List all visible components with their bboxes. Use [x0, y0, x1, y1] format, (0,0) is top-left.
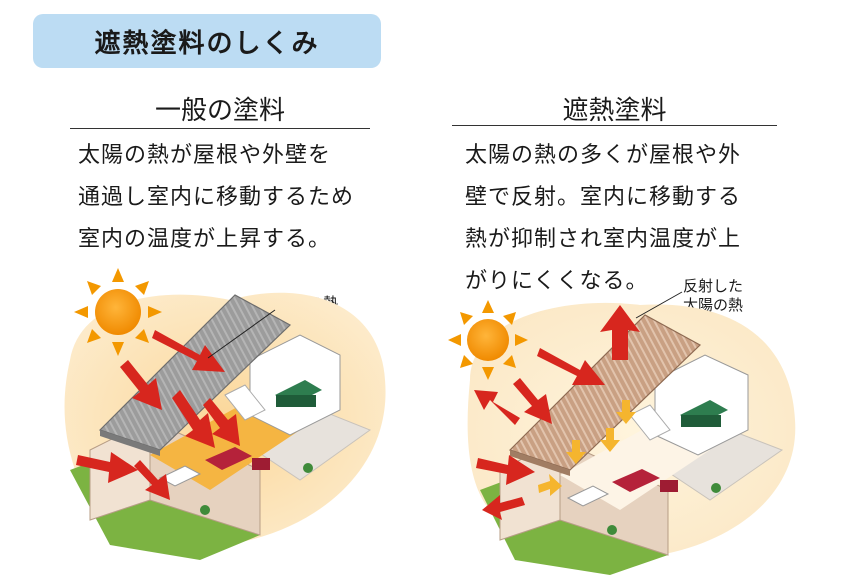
right-plant [711, 483, 721, 493]
left-arrow [120, 360, 162, 410]
right-roof-edge [510, 450, 570, 476]
right-description: 太陽の熱の多くが屋根や外 壁で反射。室内に移動する 熱が抑制され室内温度が上 が… [465, 135, 741, 303]
left-desc-line: 室内の温度が上昇する。 [78, 227, 332, 252]
left-sofa [205, 447, 252, 470]
right-scene [448, 291, 796, 575]
right-heading-rule [452, 125, 777, 126]
right-sofa-chair [660, 480, 678, 492]
right-plant [607, 525, 617, 535]
left-callout-pointer [207, 309, 276, 359]
left-sofa-chair [252, 458, 270, 470]
right-heading: 遮熱塗料 [562, 96, 667, 126]
right-sofa [612, 469, 660, 492]
left-arrow [134, 460, 170, 500]
left-sun-icon [74, 268, 162, 356]
left-stairs [224, 384, 266, 421]
left-scene [64, 268, 386, 560]
right-desc-line: 壁で反射。室内に移動する [465, 185, 742, 210]
left-arrow [152, 330, 225, 372]
left-arrow [203, 398, 240, 446]
right-callout-line: 反射した [683, 277, 744, 295]
left-plant [200, 505, 210, 515]
left-description: 太陽の熱が屋根や外壁を 通過し室内に移動するため 室内の温度が上昇する。 [78, 135, 354, 261]
right-yellow-arrow [566, 440, 586, 464]
left-heading: 一般の塗料 [154, 96, 285, 126]
left-roof-edge [100, 430, 160, 456]
title-badge: 遮熱塗料のしくみ [33, 14, 381, 68]
right-yellow-arrow [600, 428, 620, 452]
right-sun-icon [448, 300, 528, 380]
right-desc-line: 太陽の熱の多くが屋根や外 [465, 143, 742, 168]
right-dining-table [566, 485, 610, 507]
left-heat-arrows [76, 330, 240, 500]
right-arrow [513, 378, 552, 424]
right-desc-line: 熱が抑制され室内温度が上 [465, 227, 742, 252]
right-arrow [537, 348, 605, 385]
left-bed-base [276, 395, 316, 407]
right-callout-pointer [635, 291, 683, 319]
left-desc-line: 通過し室内に移動するため [78, 185, 355, 210]
left-heading-rule [70, 128, 370, 129]
left-plant [303, 463, 313, 473]
page-title: 遮熱塗料のしくみ [94, 28, 320, 59]
left-arrow [172, 390, 215, 448]
right-heat-arrows [474, 305, 640, 520]
right-reflected-arrow [600, 305, 640, 360]
right-reflected-arrow [482, 495, 525, 520]
right-arrow [476, 455, 535, 485]
right-yellow-arrow [616, 400, 636, 424]
right-reflected-arrow [474, 390, 520, 425]
left-dining-table [158, 465, 202, 487]
right-stairs [629, 404, 671, 441]
left-desc-line: 太陽の熱が屋根や外壁を [78, 143, 332, 168]
right-desc-line: がりにくくなる。 [465, 269, 649, 294]
right-yellow-arrow [538, 474, 562, 496]
right-reduced-heat-arrows [538, 400, 636, 496]
right-bed-base [681, 415, 721, 427]
left-arrow [76, 452, 138, 483]
